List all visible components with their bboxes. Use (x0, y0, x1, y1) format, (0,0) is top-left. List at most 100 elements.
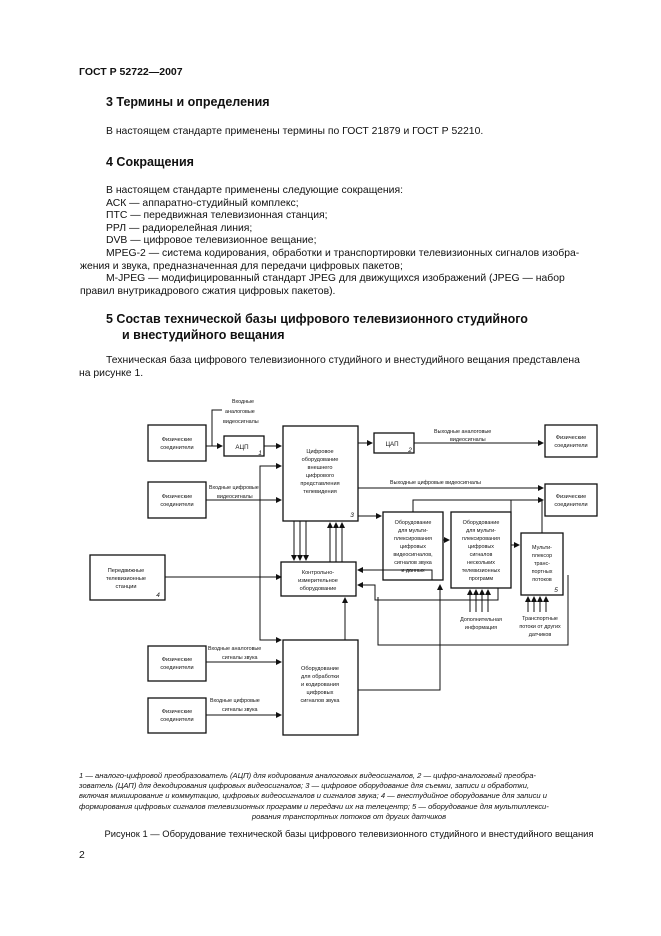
section-5-title-line1: 5 Состав технической базы цифрового теле… (106, 312, 528, 326)
box-phys3: Физические соединители (147, 645, 207, 682)
box-mixing-label: представления (300, 481, 339, 487)
box-multiplexer: Мульти- плексор транс- портных потоков 5 (520, 532, 564, 596)
box-ptc: Передвижные телевизионные станции 4 (89, 554, 166, 601)
box-phys-out1-label: соединители (554, 443, 587, 449)
figure-title: Рисунок 1 — Оборудование технической баз… (104, 828, 594, 839)
box-mux-vid-label: плексирования (394, 536, 432, 542)
box-audio-eq-label: сигналов звука (300, 698, 340, 704)
box-phys4: Физические соединители (147, 697, 207, 734)
legend-line: формирования цифровых сигналов телевизио… (79, 801, 549, 811)
label-in-analog-video-line: аналоговые (225, 409, 255, 415)
box-multiplexer-label: транс- (534, 561, 550, 567)
box-control-label: измерительное (298, 578, 338, 584)
label-out-analog-video-line: видеосигналы (450, 437, 486, 443)
label-in-analog-audio: Входные аналоговые сигналы звука (208, 646, 261, 661)
box-multiplexer-label: потоков (532, 577, 552, 583)
label-in-digital-audio-line: сигналы звука (222, 707, 258, 713)
legend-line: рования транспортных потоков от других д… (251, 811, 447, 821)
line-multiplexer-to-phys-out2 (541, 499, 543, 533)
label-in-digital-audio-line: Входные цифровые (210, 698, 260, 704)
box-multiplexer-label: Мульти- (532, 545, 552, 551)
document-header: ГОСТ Р 52722—2007 (79, 66, 183, 78)
box-mixing-label: Цифровое (306, 449, 333, 455)
page-number: 2 (79, 850, 85, 861)
line-mux-tv-to-control (357, 582, 499, 601)
label-in-digital-video-line: Входные цифровые (209, 485, 259, 491)
box-control: Контрольно- измерительное оборудование (280, 561, 357, 597)
section-4-title: 4 Сокращения (106, 155, 194, 169)
box-phys2-label: соединители (160, 502, 193, 508)
box-audio-eq-label: цифровых (307, 690, 334, 696)
box-mux-vid-label: Оборудование (395, 520, 432, 526)
box-mux-vid-label: видеосигналов, (393, 552, 433, 558)
label-transport-line: датчиков (529, 632, 552, 638)
box-mixing: Цифровое оборудование внешнего цифрового… (282, 425, 359, 522)
label-transport-line: Транспортные (522, 616, 558, 622)
line-ptc-to-audio (259, 577, 282, 643)
box-mixing-number: 3 (350, 512, 354, 519)
box-control-label: оборудование (300, 586, 337, 592)
box-audio-eq: Оборудование для обработки и кодирования… (282, 639, 359, 736)
abbreviation-item: M-JPEG — модифицированный стандарт JPEG … (106, 273, 565, 285)
label-in-analog-video-line: Входные (232, 399, 254, 405)
box-ptc-label: телевизионные (106, 576, 146, 582)
box-phys3-label: соединители (160, 665, 193, 671)
box-audio-eq-label: и кодирования (301, 682, 339, 688)
box-mux-vid-label: сигналов звука (394, 560, 432, 566)
label-out-digital-video: Выходные цифровые видеосигналы (390, 480, 481, 486)
box-mux-tv-label: Оборудование (463, 520, 500, 526)
box-mux-vid-label: для мульти- (398, 528, 428, 534)
box-mux-tv-label: цифровых (468, 544, 494, 550)
box-phys-out2: Физические соединители (544, 483, 598, 517)
box-phys-out1: Физические соединители (544, 424, 598, 458)
box-phys1: Физические соединители (147, 424, 207, 462)
box-mux-tv: Оборудование для мульти- плексирования ц… (450, 511, 512, 589)
box-phys1-label: соединители (160, 445, 193, 451)
label-extra-info: Дополнительная информация (460, 617, 502, 631)
box-adc-label: АЦП (235, 444, 248, 451)
line-analog-video-input (211, 409, 222, 446)
box-multiplexer-label: портных (532, 569, 553, 575)
line-mux-vid-to-control (357, 567, 433, 580)
box-phys-out2-label: соединители (554, 502, 587, 508)
abbreviations-list: В настоящем стандарте применены следующи… (80, 185, 616, 298)
box-dac-label: ЦАП (385, 441, 398, 448)
box-ptc-label: станции (116, 584, 137, 590)
box-adc-number: 1 (258, 450, 262, 457)
box-mux-tv-label: для мульти- (466, 528, 496, 534)
line-feedback (377, 575, 569, 646)
abbreviation-item: АСК — аппаратно-студийный комплекс; (106, 197, 299, 209)
line-mux-vid-up (412, 499, 511, 512)
label-in-analog-audio-line: Входные аналоговые (208, 646, 261, 652)
line-audio-to-mux (358, 584, 443, 691)
box-mixing-label: внешнего (308, 465, 333, 471)
box-audio-eq-label: для обработки (301, 674, 339, 680)
box-multiplexer-label: плексор (532, 553, 552, 559)
box-mux-tv-label: нескольких (467, 560, 495, 566)
line-ptc-to-mixing (259, 463, 282, 577)
box-control-label: Контрольно- (302, 570, 334, 576)
abbreviation-item-continued: правил внутрикадрового сжатия цифровых п… (80, 285, 336, 297)
label-in-digital-video-line: видеосигналы (217, 494, 253, 500)
abbreviation-item: РРЛ — радиорелейная линия; (106, 222, 253, 234)
abbreviation-item: ПТС — передвижная телевизионная станция; (106, 210, 328, 222)
label-out-analog-video-line: Выходные аналоговые (434, 429, 491, 435)
box-mixing-label: цифрового (306, 473, 334, 479)
box-mux-tv-label: плексирования (462, 536, 500, 542)
label-out-analog-video: Выходные аналоговые видеосигналы (434, 429, 491, 443)
box-phys2-label: Физические (162, 494, 193, 500)
box-mux-tv-label: программ (469, 576, 494, 582)
label-in-analog-video: Входные аналоговые видеосигналы (223, 399, 259, 425)
box-dac-number: 2 (407, 447, 412, 454)
box-ptc-number: 4 (156, 592, 160, 599)
box-mux-vid: Оборудование для мульти- плексирования ц… (382, 511, 444, 581)
box-mux-tv-label: телевизионных (462, 568, 501, 574)
label-transport-line: потоки от других (519, 624, 561, 630)
box-multiplexer-number: 5 (554, 587, 558, 594)
label-in-digital-video: Входные цифровые видеосигналы (209, 485, 259, 500)
box-phys3-label: Физические (162, 657, 193, 663)
box-phys4-label: соединители (160, 717, 193, 723)
box-phys-out2-label: Физические (556, 494, 587, 500)
section-3-title: 3 Термины и определения (106, 95, 270, 109)
